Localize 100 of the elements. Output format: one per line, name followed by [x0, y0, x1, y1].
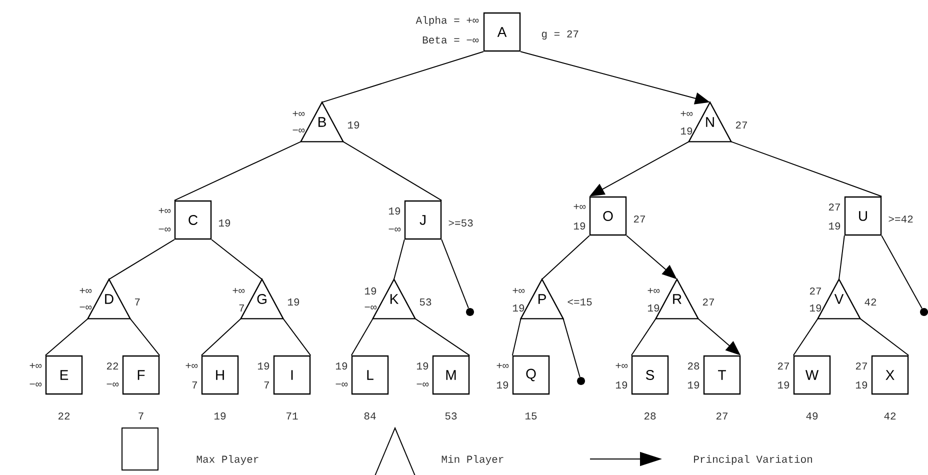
max-player-box: X — [871, 355, 909, 395]
node-value: 19 — [218, 219, 230, 227]
tree-edge — [174, 141, 302, 201]
leaf-value: 42 — [884, 412, 896, 420]
tree-edge — [342, 141, 442, 201]
node-value: 27 — [634, 215, 645, 222]
bound-label: −∞ — [158, 227, 171, 232]
bound-label: 19 — [336, 362, 348, 370]
leaf-value: 84 — [364, 412, 376, 420]
leaf-value: 53 — [445, 412, 457, 420]
tree-edge — [792, 318, 818, 356]
node-value: >=42 — [888, 215, 913, 222]
leaf-value: 49 — [806, 412, 818, 420]
bound-label: 7 — [192, 382, 197, 388]
max-player-box: C — [174, 200, 212, 240]
max-player-box: Q — [512, 355, 550, 395]
bound-label: −∞ — [30, 382, 42, 386]
bound-label: +∞ — [158, 208, 171, 214]
leaf-value: 15 — [525, 412, 537, 420]
bound-label: 19 — [778, 381, 790, 389]
tree-edge — [860, 318, 910, 356]
bound-label: 27 — [856, 362, 867, 370]
bound-label: +∞ — [80, 288, 92, 294]
tree-edge — [282, 318, 312, 356]
max-player-box: J — [404, 200, 442, 240]
tree-edge — [730, 141, 882, 197]
leaf-value: 71 — [286, 412, 298, 420]
bound-label: −∞ — [336, 382, 348, 386]
bound-label: 27 — [778, 362, 789, 370]
leaf-value: 22 — [58, 412, 70, 420]
legend-label: Min Player — [442, 455, 504, 465]
tree-edge — [881, 235, 922, 309]
bound-label: 19 — [364, 287, 376, 295]
max-player-box: S — [631, 355, 669, 395]
bound-label: +∞ — [512, 288, 525, 294]
bound-label: +∞ — [232, 288, 245, 294]
max-player-box: A — [483, 12, 521, 52]
bound-label: 7 — [239, 304, 244, 312]
bound-label: 27 — [810, 287, 821, 294]
bound-label: 19 — [574, 222, 586, 230]
node-value: >=53 — [448, 219, 473, 227]
node-value: 27 — [702, 298, 714, 306]
bound-label: Beta = −∞ — [422, 36, 479, 44]
bound-label: +∞ — [574, 204, 586, 210]
max-player-box: L — [351, 355, 389, 395]
tree-edge — [350, 318, 374, 356]
max-player-box: O — [589, 196, 627, 236]
bound-label: Alpha = +∞ — [416, 16, 479, 26]
bound-label: 19 — [648, 304, 660, 312]
leaf-value: 7 — [138, 412, 144, 420]
tree-edge — [44, 318, 88, 356]
tree-edge — [211, 239, 262, 280]
node-value: 42 — [864, 298, 876, 306]
max-player-box: H — [201, 355, 239, 395]
bound-label: −∞ — [364, 305, 377, 310]
bound-label: 19 — [258, 362, 270, 370]
tree-edge — [630, 318, 656, 356]
max-player-box: W — [793, 355, 831, 395]
legend-label: Max Player — [196, 455, 258, 465]
bound-label: −∞ — [388, 227, 401, 232]
bound-label: −∞ — [292, 128, 305, 132]
bound-label: +∞ — [680, 110, 693, 116]
node-value: 53 — [420, 298, 432, 306]
leaf-value: 27 — [716, 412, 728, 420]
bound-label: +∞ — [496, 362, 509, 368]
tree-edge — [562, 318, 580, 378]
node-value: g = 27 — [542, 30, 578, 40]
bound-label: 19 — [688, 381, 700, 389]
node-value: 19 — [348, 121, 360, 129]
cutoff-dot — [577, 377, 585, 385]
bound-label: +∞ — [186, 362, 198, 368]
bound-label: 19 — [856, 381, 868, 389]
bound-label: 19 — [810, 304, 822, 312]
max-player-box: M — [432, 355, 470, 395]
tree-edge — [512, 318, 522, 356]
bound-label: −∞ — [80, 305, 92, 310]
bound-label: −∞ — [416, 382, 429, 386]
bound-label: 19 — [828, 222, 840, 230]
bound-label: +∞ — [292, 110, 305, 116]
bound-label: 19 — [616, 381, 628, 389]
bound-label: 27 — [828, 203, 840, 210]
tree-edge — [441, 239, 469, 309]
node-value: 7 — [135, 298, 140, 306]
node-value: 19 — [288, 298, 300, 306]
tree-edge — [394, 239, 405, 280]
tree-edge — [838, 235, 845, 280]
leaf-value: 19 — [214, 412, 226, 420]
bound-label: +∞ — [648, 288, 660, 294]
max-player-box: I — [273, 355, 311, 395]
tree-edge — [108, 239, 175, 280]
bound-label: 19 — [680, 127, 692, 135]
tree-edge — [322, 51, 484, 103]
legend-label: Principal Variation — [694, 455, 812, 465]
node-value: 27 — [736, 121, 747, 128]
bound-label: 19 — [496, 381, 508, 389]
bound-label: 19 — [512, 304, 524, 312]
cutoff-dot — [466, 308, 474, 316]
tree-edge — [542, 235, 590, 280]
max-player-box: T — [703, 355, 741, 395]
bound-label: 7 — [264, 382, 269, 388]
